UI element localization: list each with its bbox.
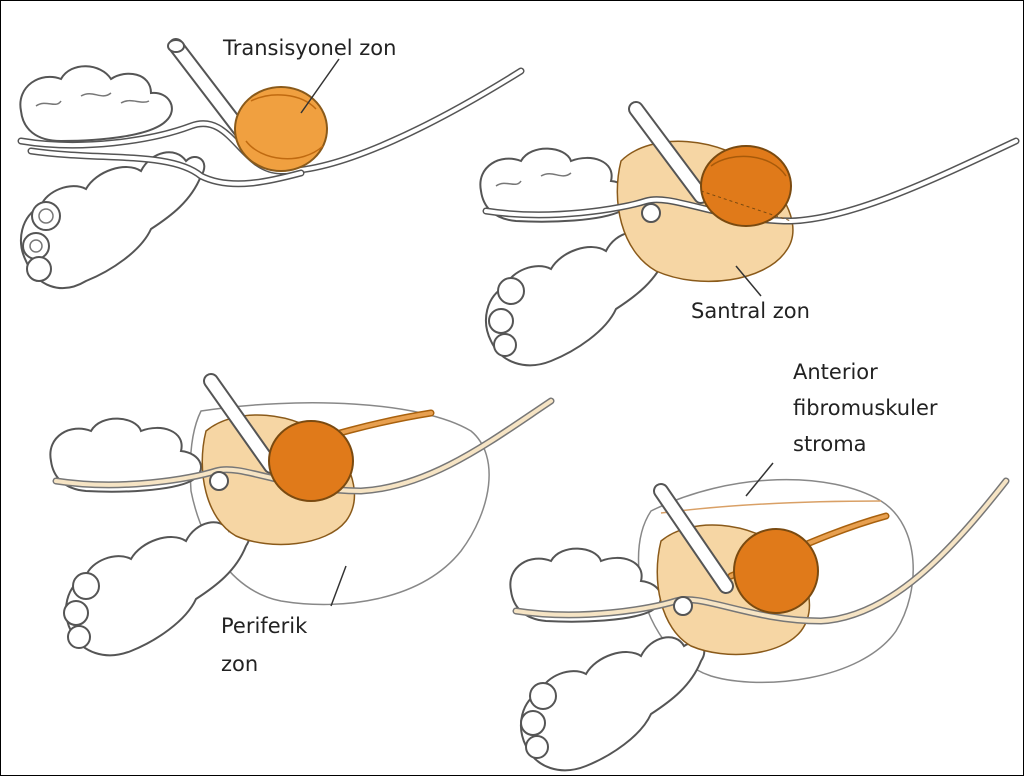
label-anterior-stroma-line1: Anterior	[793, 357, 878, 387]
label-peripheral-zone-line2: zon	[221, 649, 258, 679]
illustration-anterior	[501, 351, 1023, 775]
panel-central-zone: Santral zon	[471, 91, 1023, 371]
label-anterior-stroma-line3: stroma	[793, 429, 867, 459]
illustration-central	[471, 91, 1023, 371]
label-anterior-stroma-line2: fibromuskuler	[793, 393, 938, 423]
panel-transitional-zone: Transisyonel zon	[1, 1, 541, 311]
label-central-zone: Santral zon	[691, 296, 810, 326]
panel-peripheral-zone: Periferik zon	[41, 361, 561, 691]
label-peripheral-zone-line1: Periferik	[221, 611, 307, 641]
label-transitional-zone: Transisyonel zon	[223, 33, 396, 63]
illustration-peripheral	[41, 361, 561, 691]
panel-anterior-stroma: Anterior fibromuskuler stroma	[501, 351, 1023, 775]
